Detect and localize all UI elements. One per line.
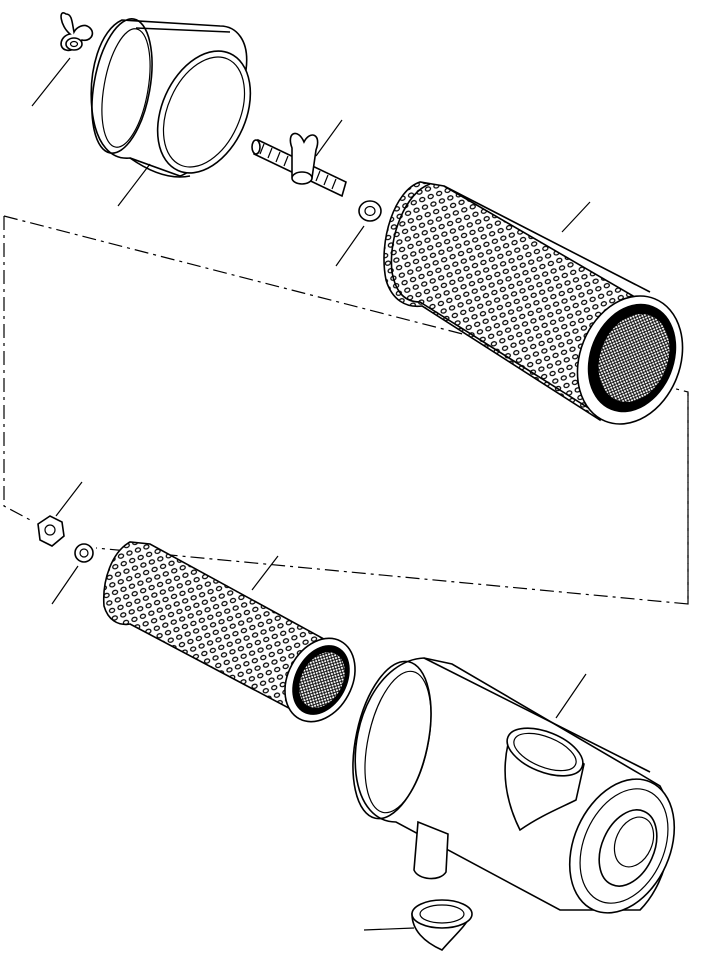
- threaded-stud-icon: [251, 132, 347, 198]
- leader-line: [555, 673, 587, 719]
- hex-nut-icon: [37, 515, 65, 547]
- wing-nut-icon: [60, 12, 94, 52]
- leader-line: [117, 163, 151, 207]
- washer-icon: [358, 200, 382, 222]
- leader-line: [31, 57, 71, 107]
- filter-housing-icon: [352, 657, 676, 914]
- leader-line: [315, 119, 343, 157]
- leader-line: [561, 201, 591, 233]
- assembly-center-line: [3, 215, 689, 605]
- washer-icon: [74, 543, 94, 563]
- leader-line: [363, 927, 415, 931]
- safety-filter-element-icon: [102, 541, 356, 723]
- leader-line: [55, 481, 83, 517]
- leader-line: [51, 565, 79, 605]
- primary-filter-element-icon: [383, 181, 684, 425]
- leader-line: [335, 225, 365, 267]
- leader-line: [251, 555, 279, 591]
- end-cap-icon: [90, 18, 252, 178]
- dust-cup-icon: [411, 899, 473, 951]
